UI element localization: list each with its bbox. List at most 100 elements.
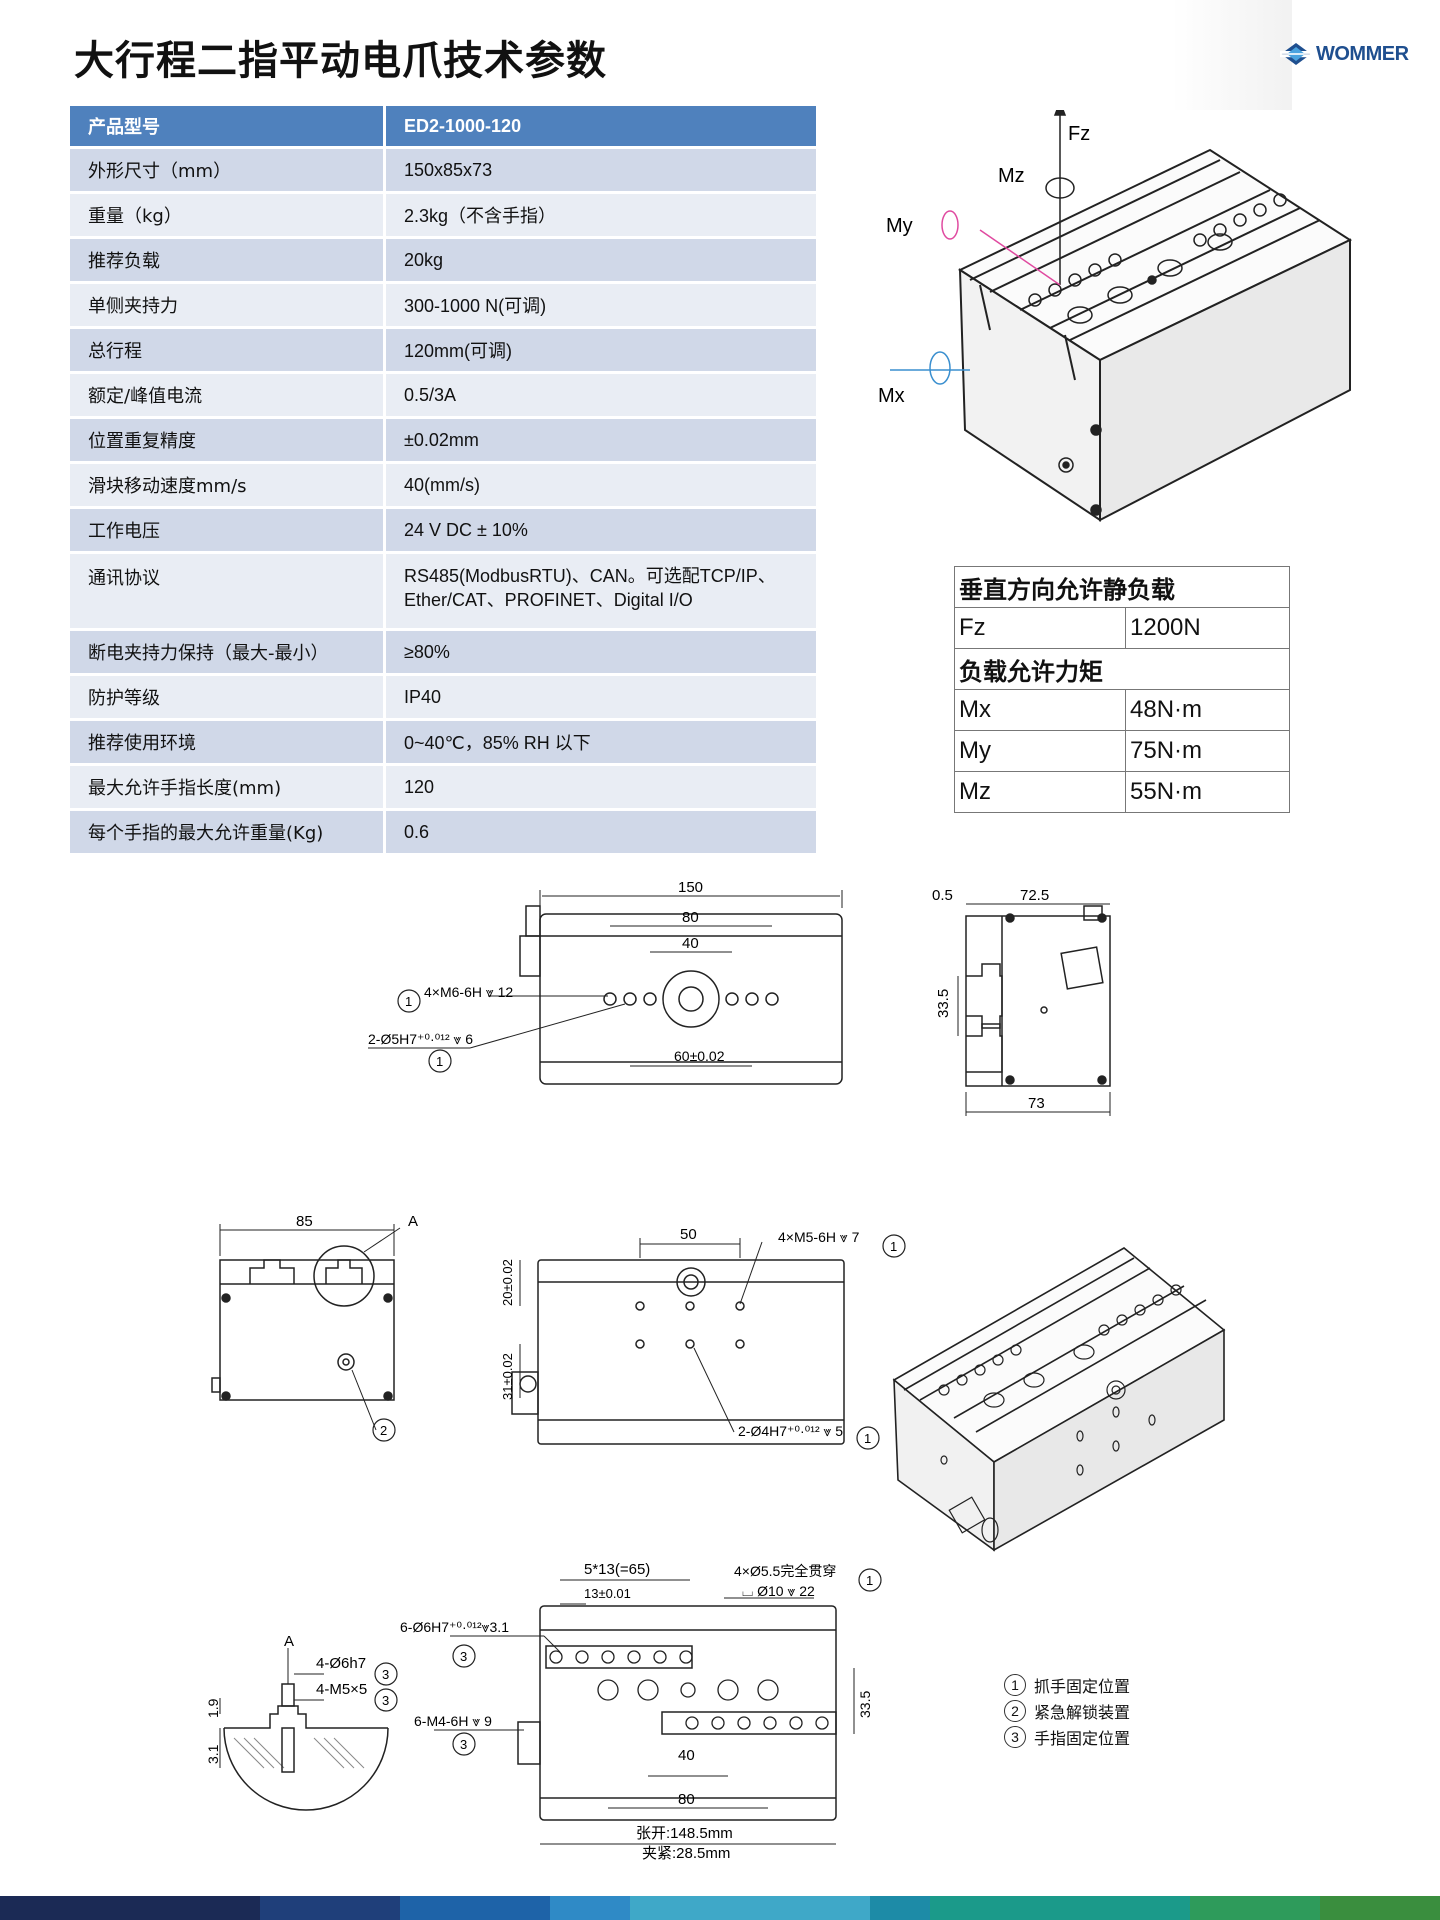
spec-value: IP40 bbox=[386, 676, 816, 721]
legend-text: 手指固定位置 bbox=[1034, 1729, 1131, 1748]
spec-value: ±0.02mm bbox=[386, 419, 816, 464]
label-fz: Fz bbox=[1068, 123, 1090, 145]
spec-key: 外形尺寸（mm） bbox=[70, 149, 386, 194]
callout-1: 1 bbox=[864, 1431, 871, 1446]
bar-segment bbox=[260, 1896, 400, 1920]
spec-row: 最大允许手指长度(mm)120 bbox=[70, 766, 816, 811]
spec-value: 40(mm/s) bbox=[386, 464, 816, 509]
spec-value-line1: RS485(ModbusRTU)、CAN。可选配TCP/IP、 bbox=[404, 566, 776, 586]
bottom-view-drawing: 5*13(=65) 13±0.01 4×Ø5.5完全贯穿 ⌴ Ø10 ⩔ 22 … bbox=[400, 1561, 882, 1862]
note-d6h7: 4-Ø6h7 bbox=[316, 1655, 366, 1672]
spec-key: 总行程 bbox=[70, 329, 386, 374]
dim-13: 13±0.01 bbox=[584, 1586, 631, 1601]
dim-40: 40 bbox=[682, 935, 699, 952]
dim-3.1: 3.1 bbox=[205, 1744, 221, 1764]
bar-segment bbox=[0, 1896, 260, 1920]
callout-1: 1 bbox=[890, 1239, 897, 1254]
dim-5x13: 5*13(=65) bbox=[584, 1561, 650, 1578]
spec-row: 位置重复精度±0.02mm bbox=[70, 419, 816, 464]
dim-80: 80 bbox=[678, 1791, 695, 1808]
callout-3: 3 bbox=[382, 1693, 389, 1708]
spec-row: 断电夹持力保持（最大-最小）≥80% bbox=[70, 631, 816, 676]
dim-31: 31±0.02 bbox=[500, 1353, 515, 1400]
label-mz: Mz bbox=[998, 165, 1025, 187]
end-view-drawing: 85 A 2 bbox=[211, 1213, 418, 1442]
dim-1.9: 1.9 bbox=[205, 1698, 221, 1718]
callout-1: 1 bbox=[405, 994, 412, 1009]
spec-key: 单侧夹持力 bbox=[70, 284, 386, 329]
note-d4: 2-Ø4H7⁺⁰·⁰¹² ⩔ 5 bbox=[738, 1423, 843, 1439]
legend-number: 1 bbox=[1004, 1674, 1026, 1696]
dim-72.5: 72.5 bbox=[1020, 887, 1049, 904]
legend-text: 紧急解锁装置 bbox=[1034, 1703, 1131, 1722]
bar-segment bbox=[400, 1896, 550, 1920]
spec-value: 20kg bbox=[386, 239, 816, 284]
dim-20: 20±0.02 bbox=[500, 1259, 515, 1306]
spec-header-key: 产品型号 bbox=[70, 106, 386, 149]
bar-segment bbox=[870, 1896, 930, 1920]
bar-segment bbox=[1190, 1896, 1320, 1920]
note-d5: 2-Ø5H7⁺⁰·⁰¹² ⩔ 6 bbox=[368, 1031, 473, 1047]
spec-value: 120mm(可调) bbox=[386, 329, 816, 374]
spec-header-value: ED2-1000-120 bbox=[386, 106, 816, 149]
dim-80: 80 bbox=[682, 909, 699, 926]
callout-1: 1 bbox=[866, 1573, 873, 1588]
spec-value: 300-1000 N(可调) bbox=[386, 284, 816, 329]
callout-3: 3 bbox=[382, 1667, 389, 1682]
load-value: 1200N bbox=[1125, 607, 1290, 649]
dim-73: 73 bbox=[1028, 1095, 1045, 1112]
dim-33.5: 33.5 bbox=[857, 1691, 873, 1718]
spec-key: 工作电压 bbox=[70, 509, 386, 554]
spec-value: 2.3kg（不含手指） bbox=[386, 194, 816, 239]
load-moment-title: 负载允许力矩 bbox=[954, 648, 1290, 690]
dim-150: 150 bbox=[678, 879, 703, 896]
detail-a-drawing: A 4-Ø6h7 4-M5×5 1.9 3.1 3 3 bbox=[205, 1633, 398, 1811]
isometric-view-bottom bbox=[892, 1247, 1226, 1552]
brand-name: WOMMER bbox=[1316, 42, 1409, 65]
label-a: A bbox=[408, 1213, 418, 1230]
spec-key: 断电夹持力保持（最大-最小） bbox=[70, 631, 386, 676]
bar-segment bbox=[1320, 1896, 1440, 1920]
spec-key: 通讯协议 bbox=[70, 554, 386, 631]
spec-value: 24 V DC ± 10% bbox=[386, 509, 816, 554]
spec-value: 150x85x73 bbox=[386, 149, 816, 194]
spec-key: 滑块移动速度mm/s bbox=[70, 464, 386, 509]
load-label: Mx bbox=[954, 689, 1126, 731]
spec-key: 每个手指的最大允许重量(Kg) bbox=[70, 811, 386, 856]
callout-3: 3 bbox=[460, 1649, 467, 1664]
spec-key: 最大允许手指长度(mm) bbox=[70, 766, 386, 811]
note-d5.5: 4×Ø5.5完全贯穿 bbox=[734, 1563, 836, 1579]
callout-3: 3 bbox=[460, 1737, 467, 1752]
page-title: 大行程二指平动电爪技术参数 bbox=[74, 37, 607, 84]
isometric-gripper-diagram: Fz Mz My Mx bbox=[878, 110, 1353, 522]
dim-85: 85 bbox=[296, 1213, 313, 1230]
bar-segment bbox=[930, 1896, 1190, 1920]
load-label: Fz bbox=[954, 607, 1126, 649]
load-label: Mz bbox=[954, 771, 1126, 813]
open-stroke: 张开:148.5mm bbox=[636, 1825, 733, 1842]
label-a: A bbox=[284, 1633, 294, 1650]
spec-key: 推荐负载 bbox=[70, 239, 386, 284]
spec-key: 位置重复精度 bbox=[70, 419, 386, 464]
bar-segment bbox=[630, 1896, 870, 1920]
logo-shade bbox=[1172, 0, 1292, 110]
load-static-title: 垂直方向允许静负载 bbox=[954, 566, 1290, 608]
load-row: 垂直方向允许静负载 bbox=[954, 566, 1290, 608]
spec-row: 重量（kg）2.3kg（不含手指） bbox=[70, 194, 816, 239]
load-value: 55N·m bbox=[1125, 771, 1290, 813]
dim-50: 50 bbox=[680, 1226, 697, 1243]
note-m6: 4×M6-6H ⩔ 12 bbox=[424, 984, 513, 1000]
spec-header-row: 产品型号 ED2-1000-120 bbox=[70, 106, 816, 149]
bottom-color-bar bbox=[0, 1896, 1440, 1920]
